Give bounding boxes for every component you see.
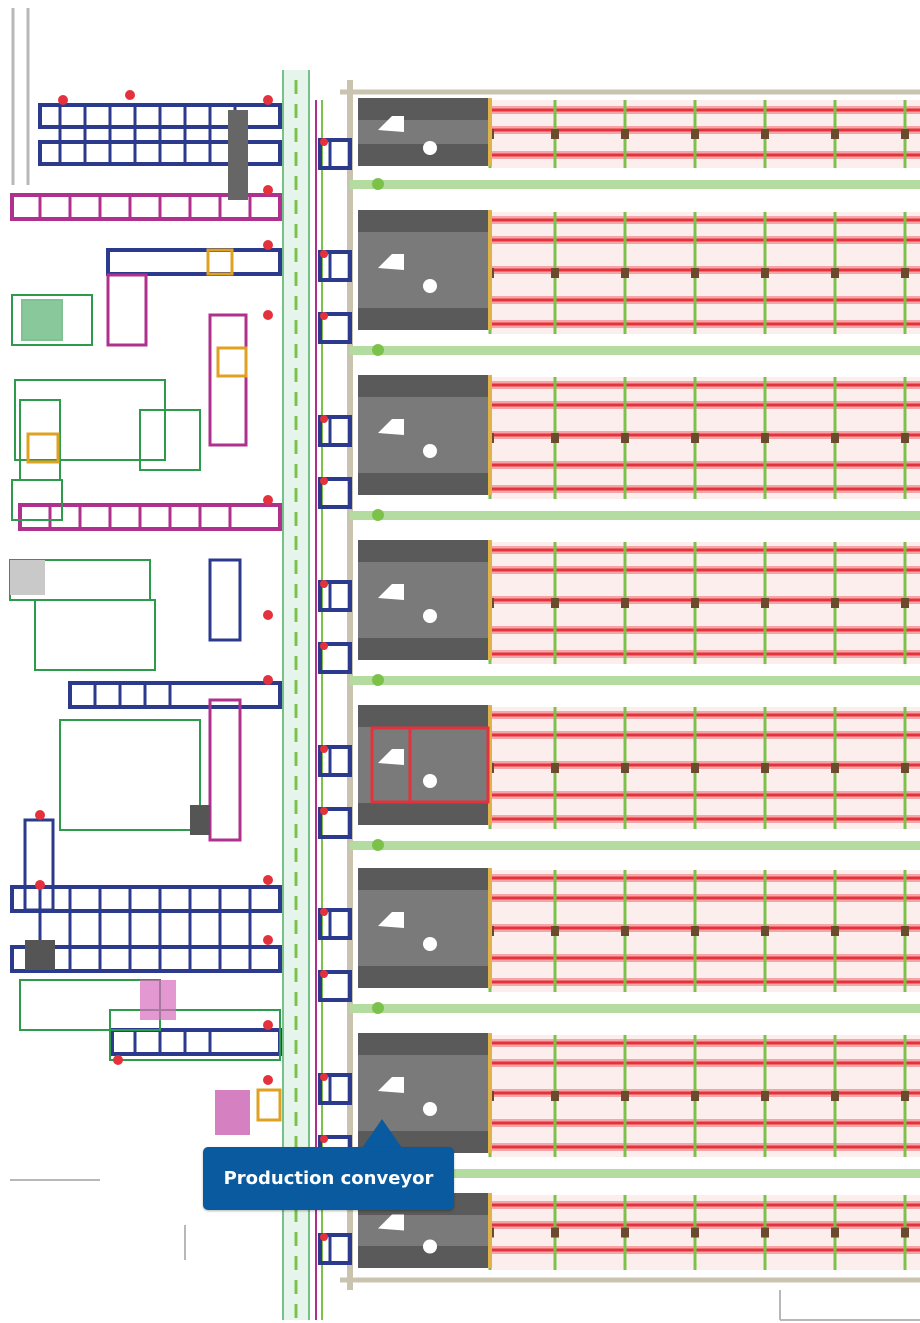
transfer-cart [318,970,352,1002]
station-marker [378,749,404,765]
callout-pointer [362,1119,402,1148]
transfer-cart [318,1073,352,1105]
aisle [350,180,920,189]
station-marker [378,1077,404,1093]
aisle [350,841,920,850]
production-conveyor-callout: Production conveyor [203,1147,454,1210]
aisle [350,511,920,520]
transfer-cart [318,580,352,612]
station-marker [378,584,404,600]
transfer-cart [318,807,352,839]
transfer-cart [318,312,352,344]
station-marker [378,116,404,132]
transfer-cart [318,415,352,447]
transfer-cart [318,908,352,940]
transfer-conveyor-vertical [282,70,323,1320]
transfer-cart [318,477,352,509]
station-marker [378,912,404,928]
transfer-cart [318,745,352,777]
workstations [318,98,492,1268]
left-conveyor-network [9,90,282,1135]
aisle [350,346,920,355]
transfer-cart [318,1233,352,1265]
transfer-cart [318,250,352,282]
station-marker [378,1214,404,1231]
aisle [350,1169,920,1178]
station-marker [378,254,404,270]
transfer-cart [318,642,352,674]
station-marker [378,419,404,435]
cross-conveyor [370,726,490,804]
aisle [350,676,920,685]
callout-label: Production conveyor [223,1168,434,1189]
rack-storage-area [350,100,920,1270]
transfer-cart [318,138,352,170]
aisle [350,1004,920,1013]
